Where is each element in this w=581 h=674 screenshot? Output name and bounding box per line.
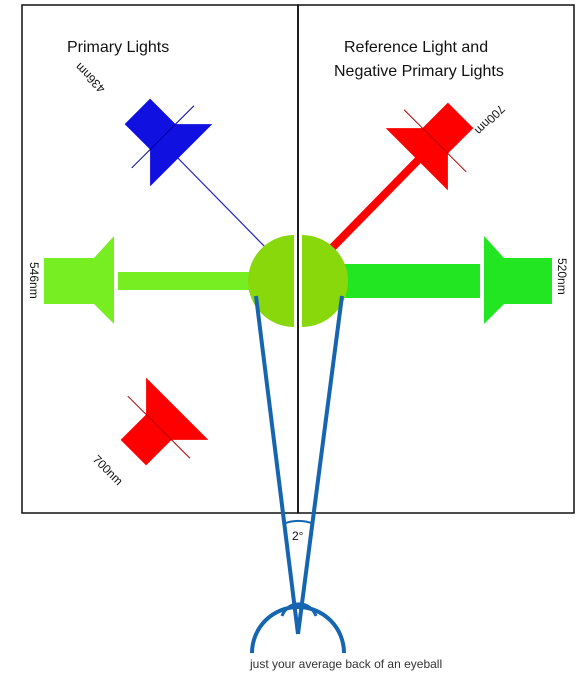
- blue-beam: [169, 149, 269, 251]
- green-reference-lamp-wavelength: 520nm: [555, 258, 569, 295]
- blue-lamp-wavelength: 436nm: [72, 60, 108, 96]
- red-primary-lamp: [120, 377, 209, 466]
- blue-lamp: [124, 98, 213, 187]
- sight-line-right: [296, 295, 344, 635]
- red-negative-beam: [327, 149, 429, 253]
- left-panel-title: Primary Lights: [67, 39, 169, 56]
- field-right-half: [302, 235, 348, 327]
- eyeball-back: [250, 605, 346, 654]
- eyeball-caption: just your average back of an eyeball: [249, 657, 442, 671]
- green-primary-beam: [118, 272, 254, 290]
- right-panel-title-line1: Reference Light and: [344, 39, 488, 56]
- angle-arc: [282, 519, 315, 525]
- red-primary-lamp-wavelength: 700nm: [90, 452, 126, 488]
- right-panel-title-line2: Negative Primary Lights: [334, 63, 504, 80]
- angle-label: 2°: [292, 529, 304, 543]
- red-negative-lamp-wavelength: 700nm: [472, 102, 508, 138]
- green-primary-lamp: [44, 236, 114, 324]
- green-primary-lamp-wavelength: 546nm: [27, 262, 41, 299]
- green-reference-lamp: [484, 236, 552, 324]
- green-reference-beam: [340, 264, 480, 298]
- sight-line-left: [254, 295, 300, 635]
- fovea-arc: [280, 602, 318, 617]
- field-left-half: [248, 235, 294, 327]
